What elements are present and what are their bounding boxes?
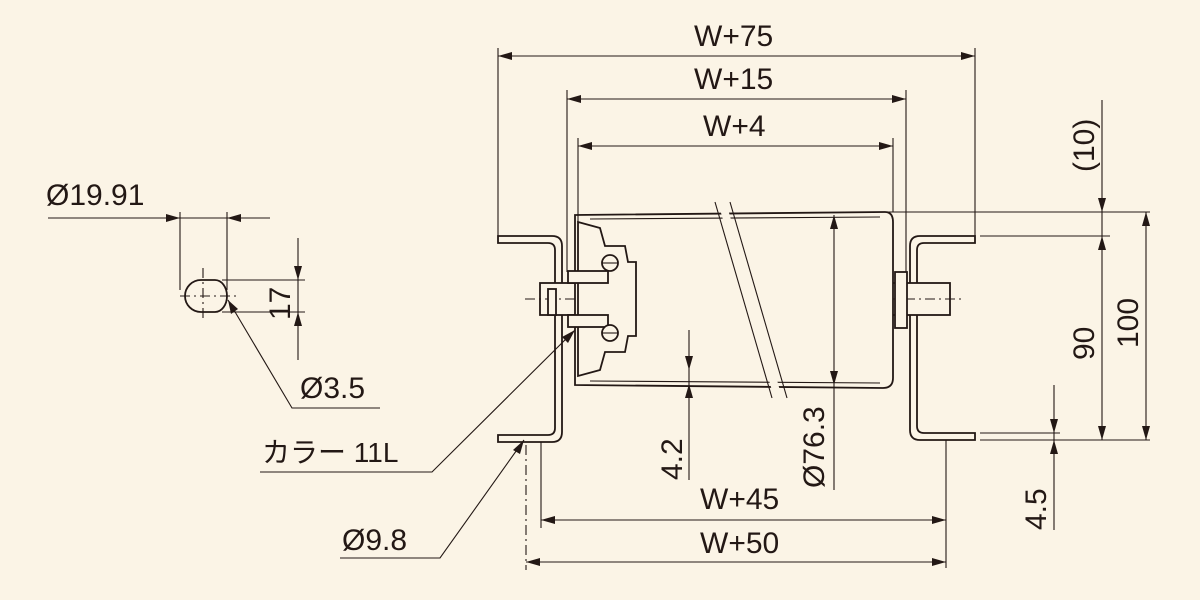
arrow (526, 558, 540, 566)
break-gap (720, 210, 780, 390)
arrow (685, 356, 693, 370)
dim-h10-label: (10) (1068, 119, 1101, 172)
dim-h100-label: 100 (1112, 298, 1145, 348)
leader-d98 (340, 439, 525, 559)
dim-h17-label: 17 (264, 287, 297, 320)
arrow (294, 266, 302, 280)
break-line (714, 201, 773, 399)
bearing-housing (577, 220, 637, 378)
center-vertical-dimensions: Ø76.3 4.2 (656, 215, 838, 490)
arrow (1142, 212, 1150, 226)
bearing-upper (567, 270, 609, 284)
arrow (227, 214, 241, 222)
arrow (541, 516, 555, 524)
arrow (166, 214, 180, 222)
arrow (830, 371, 838, 385)
dim-w15-label: W+15 (694, 63, 773, 96)
left-frame-bracket (497, 235, 563, 443)
arrow (1098, 426, 1106, 440)
bearing-lower (567, 314, 609, 328)
leaders: カラー 11L Ø9.8 (260, 329, 576, 559)
dim-d98-label: Ø9.8 (342, 524, 407, 557)
top-dimensions: W+75 W+15 W+4 (497, 20, 976, 272)
arrow (932, 516, 946, 524)
dim-d763-label: Ø76.3 (798, 406, 831, 488)
shaft-pin (547, 288, 557, 316)
right-frame-bracket (909, 235, 976, 441)
dim-h42-label: 4.2 (656, 438, 689, 480)
arrow (892, 95, 906, 103)
arrow (1050, 440, 1058, 454)
arrow (879, 142, 893, 150)
arrow (567, 95, 581, 103)
arrow (562, 330, 575, 343)
arrow (1050, 419, 1058, 433)
arrow (228, 300, 238, 314)
arrow (513, 440, 524, 454)
dim-w50-label: W+50 (700, 527, 779, 560)
dim-h90-label: 90 (1068, 327, 1101, 360)
break-line (729, 201, 788, 399)
dim-d35-label: Ø3.5 (300, 372, 365, 405)
arrow (498, 52, 512, 60)
arrow (578, 142, 592, 150)
shaft-end-detail: Ø19.91 17 Ø3.5 (46, 179, 380, 409)
leader-collar (260, 329, 576, 473)
tube-inner-line (589, 380, 881, 384)
dim-h45-label: 4.5 (1020, 488, 1053, 530)
arrow (932, 558, 946, 566)
arrow (961, 52, 975, 60)
dim-w4-label: W+4 (703, 110, 766, 143)
arrow (1098, 198, 1106, 212)
roller-assembly (497, 201, 976, 443)
arrow (685, 384, 693, 398)
roller-tube (574, 211, 894, 389)
leader-d35 (227, 299, 380, 409)
arrow (830, 215, 838, 229)
right-vertical-dimensions: (10) 90 100 4.5 (870, 100, 1150, 530)
bottom-dimensions: W+45 W+50 (525, 440, 947, 570)
arrow (1142, 426, 1150, 440)
dim-w45-label: W+45 (700, 483, 779, 516)
dim-w75-label: W+75 (694, 20, 773, 53)
dim-d1991-label: Ø19.91 (46, 179, 144, 212)
right-collar (894, 271, 908, 329)
arrow (294, 312, 302, 326)
collar-label: カラー 11L (262, 437, 398, 468)
